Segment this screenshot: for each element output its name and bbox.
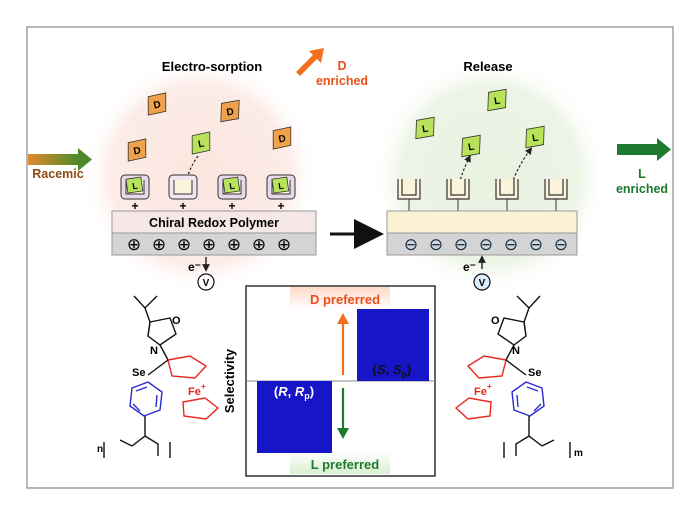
svg-text:L: L: [421, 124, 429, 136]
l-enantiomer-tag: L: [525, 125, 545, 149]
down-arrowhead: [337, 428, 349, 439]
electron-label-right: e⁻: [463, 260, 476, 274]
bar-r-rp: [257, 381, 332, 453]
svg-text:⊕: ⊕: [177, 235, 191, 254]
receptor-cups-right: [397, 179, 568, 211]
svg-text:⊖: ⊖: [454, 235, 468, 254]
right-molecule-labels: O N Se Fe + m: [474, 315, 583, 459]
svg-text:+: +: [179, 199, 186, 213]
d-enantiomer-tag: D: [272, 126, 292, 150]
svg-text:⊖: ⊖: [554, 235, 568, 254]
voltage-source-left: [197, 273, 215, 291]
l-enantiomer-tag: L: [487, 88, 507, 112]
positive-charges: ⊕ ⊕ ⊕ ⊕ ⊕ ⊕ ⊕: [127, 235, 291, 254]
racemic-label: Racemic: [32, 167, 83, 181]
d-enantiomer-tag: D: [127, 138, 147, 162]
electrode-left: [111, 232, 317, 256]
left-nitrogen: N: [150, 345, 158, 357]
selectivity-chart: D preferred L preferred Selectivity (R, …: [222, 285, 436, 477]
right-selenium: Se: [528, 367, 541, 379]
bar-s-sp: [357, 309, 429, 381]
left-selenium: Se: [132, 367, 145, 379]
polymer-label: Chiral Redox Polymer: [149, 216, 279, 230]
l-enantiomer-tag: L: [415, 116, 435, 140]
l-enantiomer-tag: L: [461, 134, 481, 158]
svg-text:⊕: ⊕: [252, 235, 266, 254]
d-enriched-line2: enriched: [316, 74, 368, 88]
l-enantiomer-tag: L: [191, 131, 211, 155]
left-molecule-labels: O N Se Fe + n: [97, 315, 206, 455]
svg-text:D: D: [278, 133, 287, 145]
release-title: Release: [463, 59, 512, 74]
bar-r-label: (R, Rp): [274, 384, 314, 401]
svg-text:⊕: ⊕: [152, 235, 166, 254]
right-iron-charge: +: [487, 382, 492, 391]
right-nitrogen: N: [512, 345, 520, 357]
svg-text:D: D: [226, 106, 235, 118]
svg-text:⊖: ⊖: [479, 235, 493, 254]
receptor-cups-left: L + + L + L +: [120, 174, 296, 213]
electrode-right: [386, 232, 578, 256]
svg-text:⊖: ⊖: [529, 235, 543, 254]
l-enriched-arrow: [617, 138, 671, 161]
voltage-label-left: V: [203, 278, 210, 289]
svg-text:L: L: [493, 96, 501, 108]
d-enriched-arrow: [296, 48, 324, 76]
right-oxygen: O: [491, 315, 500, 327]
negative-charges: ⊖ ⊖ ⊖ ⊖ ⊖ ⊖ ⊖: [404, 235, 568, 254]
svg-text:L: L: [197, 138, 205, 150]
svg-text:⊕: ⊕: [202, 235, 216, 254]
svg-text:D: D: [153, 99, 162, 111]
electro-sorption-title: Electro-sorption: [162, 59, 262, 74]
selectivity-ylabel: Selectivity: [222, 348, 237, 413]
release-arrow: [457, 154, 471, 189]
left-iron: Fe: [188, 386, 201, 398]
voltage-source-right: [473, 273, 491, 291]
svg-text:L: L: [132, 181, 139, 192]
svg-text:⊖: ⊖: [404, 235, 418, 254]
svg-text:+: +: [277, 199, 284, 213]
svg-text:L: L: [278, 181, 285, 192]
svg-text:⊕: ⊕: [127, 235, 141, 254]
left-polymer-structure: [103, 295, 220, 458]
d-enriched-line1: D: [337, 59, 346, 73]
svg-text:L: L: [229, 181, 236, 192]
l-preferred-glow: [290, 452, 390, 474]
voltage-label-right: V: [479, 278, 486, 289]
svg-text:L: L: [531, 133, 539, 145]
left-iron-charge: +: [201, 382, 206, 391]
svg-text:L: L: [467, 142, 475, 154]
l-enriched-line1: L: [638, 167, 646, 181]
d-preferred-glow: [290, 287, 390, 309]
d-enantiomer-tag: D: [220, 99, 240, 123]
l-enriched-line2: enriched: [616, 182, 668, 196]
right-iron: Fe: [474, 386, 487, 398]
svg-text:⊕: ⊕: [227, 235, 241, 254]
left-oxygen: O: [172, 315, 181, 327]
d-enantiomer-tag: D: [147, 92, 167, 116]
right-repeat-m: m: [574, 448, 583, 459]
svg-text:+: +: [131, 199, 138, 213]
svg-text:⊖: ⊖: [504, 235, 518, 254]
left-repeat-n: n: [97, 444, 103, 455]
polymer-layer-right: [386, 210, 578, 234]
d-preferred-label: D preferred: [310, 292, 380, 307]
svg-text:D: D: [133, 145, 142, 157]
right-polymer-structure: [454, 295, 571, 458]
svg-text:+: +: [228, 199, 235, 213]
up-arrowhead: [337, 313, 349, 324]
svg-text:⊖: ⊖: [429, 235, 443, 254]
svg-text:⊕: ⊕: [277, 235, 291, 254]
l-preferred-label: L preferred: [311, 457, 379, 472]
racemic-arrow: [28, 148, 92, 171]
electron-label-left: e⁻: [188, 260, 201, 274]
